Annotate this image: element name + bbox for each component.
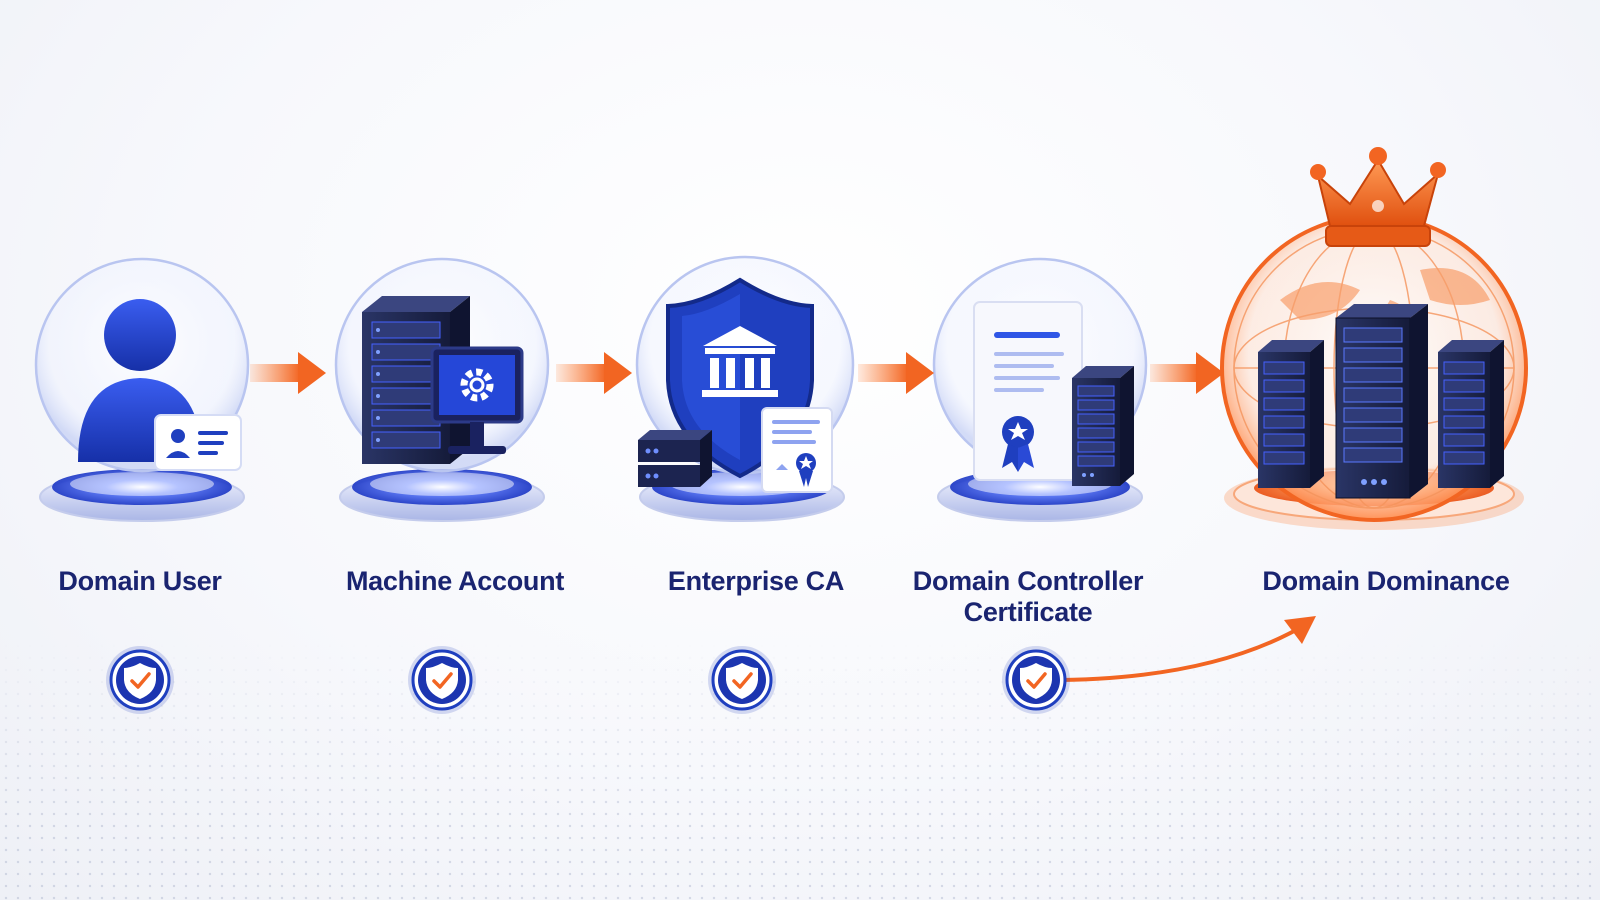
shield-check-icon xyxy=(1020,663,1052,699)
shield-check-icon xyxy=(726,663,758,699)
step-machine-account xyxy=(334,257,550,522)
label-domain-controller-certificate: Domain Controller Certificate xyxy=(912,566,1144,627)
progress-path xyxy=(140,616,1316,683)
checkpoint-3 xyxy=(708,646,776,714)
flow-arrow-2 xyxy=(556,352,632,394)
label-machine-account: Machine Account xyxy=(345,566,565,596)
checkpoint-2 xyxy=(408,646,476,714)
step-domain-dominance xyxy=(1220,147,1528,530)
step-domain-user xyxy=(34,257,250,522)
checkpoint-1 xyxy=(106,646,174,714)
step-domain-controller-certificate xyxy=(932,257,1148,522)
step-enterprise-ca xyxy=(635,255,855,522)
crown-icon xyxy=(1310,147,1446,247)
label-domain-dominance: Domain Dominance xyxy=(1262,566,1510,596)
server-monitor-gear-icon xyxy=(362,296,524,464)
shield-check-icon xyxy=(124,663,156,699)
flow-arrow-3 xyxy=(858,352,934,394)
certificate-document-icon xyxy=(761,407,833,493)
shield-check-icon xyxy=(426,663,458,699)
certificate-server-icon xyxy=(973,301,1134,486)
server-cluster-icon xyxy=(1258,304,1504,499)
flow-arrow-4 xyxy=(1150,352,1224,394)
user-id-card-icon xyxy=(78,299,242,471)
dotted-floor-background xyxy=(0,640,1600,900)
shield-institution-icon xyxy=(638,277,833,493)
server-tower-icon xyxy=(1072,366,1134,486)
path-arrowhead-icon xyxy=(1284,616,1316,644)
label-domain-user: Domain User xyxy=(58,566,222,596)
checkpoint-4 xyxy=(1002,646,1070,714)
label-enterprise-ca: Enterprise CA xyxy=(667,566,845,596)
flow-arrow-1 xyxy=(250,352,326,394)
server-stack-icon xyxy=(638,430,712,487)
